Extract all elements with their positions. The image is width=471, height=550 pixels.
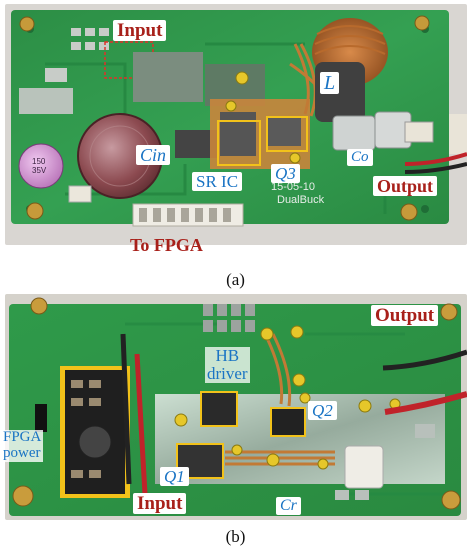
pink-capacitor xyxy=(18,143,64,189)
label-output-a: Output xyxy=(373,176,438,196)
label-cr: Cr xyxy=(276,497,301,515)
hb-driver-chip xyxy=(200,391,238,427)
sr-ic-chip xyxy=(220,112,256,156)
label-output-b: Output xyxy=(371,305,439,326)
label-fpga-power: FPGA power xyxy=(1,429,44,462)
svg-text:DualBuck: DualBuck xyxy=(277,194,325,206)
label-fpga-power-line1: FPGA xyxy=(3,429,42,445)
q3-highlight xyxy=(266,116,308,152)
sr-ic-highlight xyxy=(217,120,261,166)
label-to-fpga: To FPGA xyxy=(130,235,203,255)
q3-mosfet xyxy=(267,116,301,146)
label-sr-ic: SR IC xyxy=(192,172,243,191)
panel-b-photo xyxy=(5,294,467,520)
output-connector-b xyxy=(344,445,384,489)
caption-b: (b) xyxy=(225,527,246,546)
label-input-b: Input xyxy=(133,493,187,514)
label-input-a: Input xyxy=(113,20,167,41)
svg-text:15-05-10: 15-05-10 xyxy=(271,181,315,193)
label-hb-driver-line1: HB xyxy=(215,346,240,365)
co-capacitor xyxy=(332,115,376,151)
label-q2: Q2 xyxy=(308,401,337,420)
label-inductor-l: L xyxy=(320,72,340,94)
label-q3: Q3 xyxy=(271,164,300,183)
caption-a: (a) xyxy=(226,270,245,289)
panel-b-board-illustration xyxy=(5,294,467,520)
label-hb-driver: HB driver xyxy=(205,347,250,383)
heatsink-area xyxy=(133,52,203,102)
label-hb-driver-line2: driver xyxy=(207,363,248,383)
label-cin: Cin xyxy=(136,145,171,165)
q2-mosfet xyxy=(270,407,306,437)
label-co: Co xyxy=(347,149,373,166)
label-q1: Q1 xyxy=(160,467,189,486)
label-fpga-power-line2: power xyxy=(3,444,41,461)
